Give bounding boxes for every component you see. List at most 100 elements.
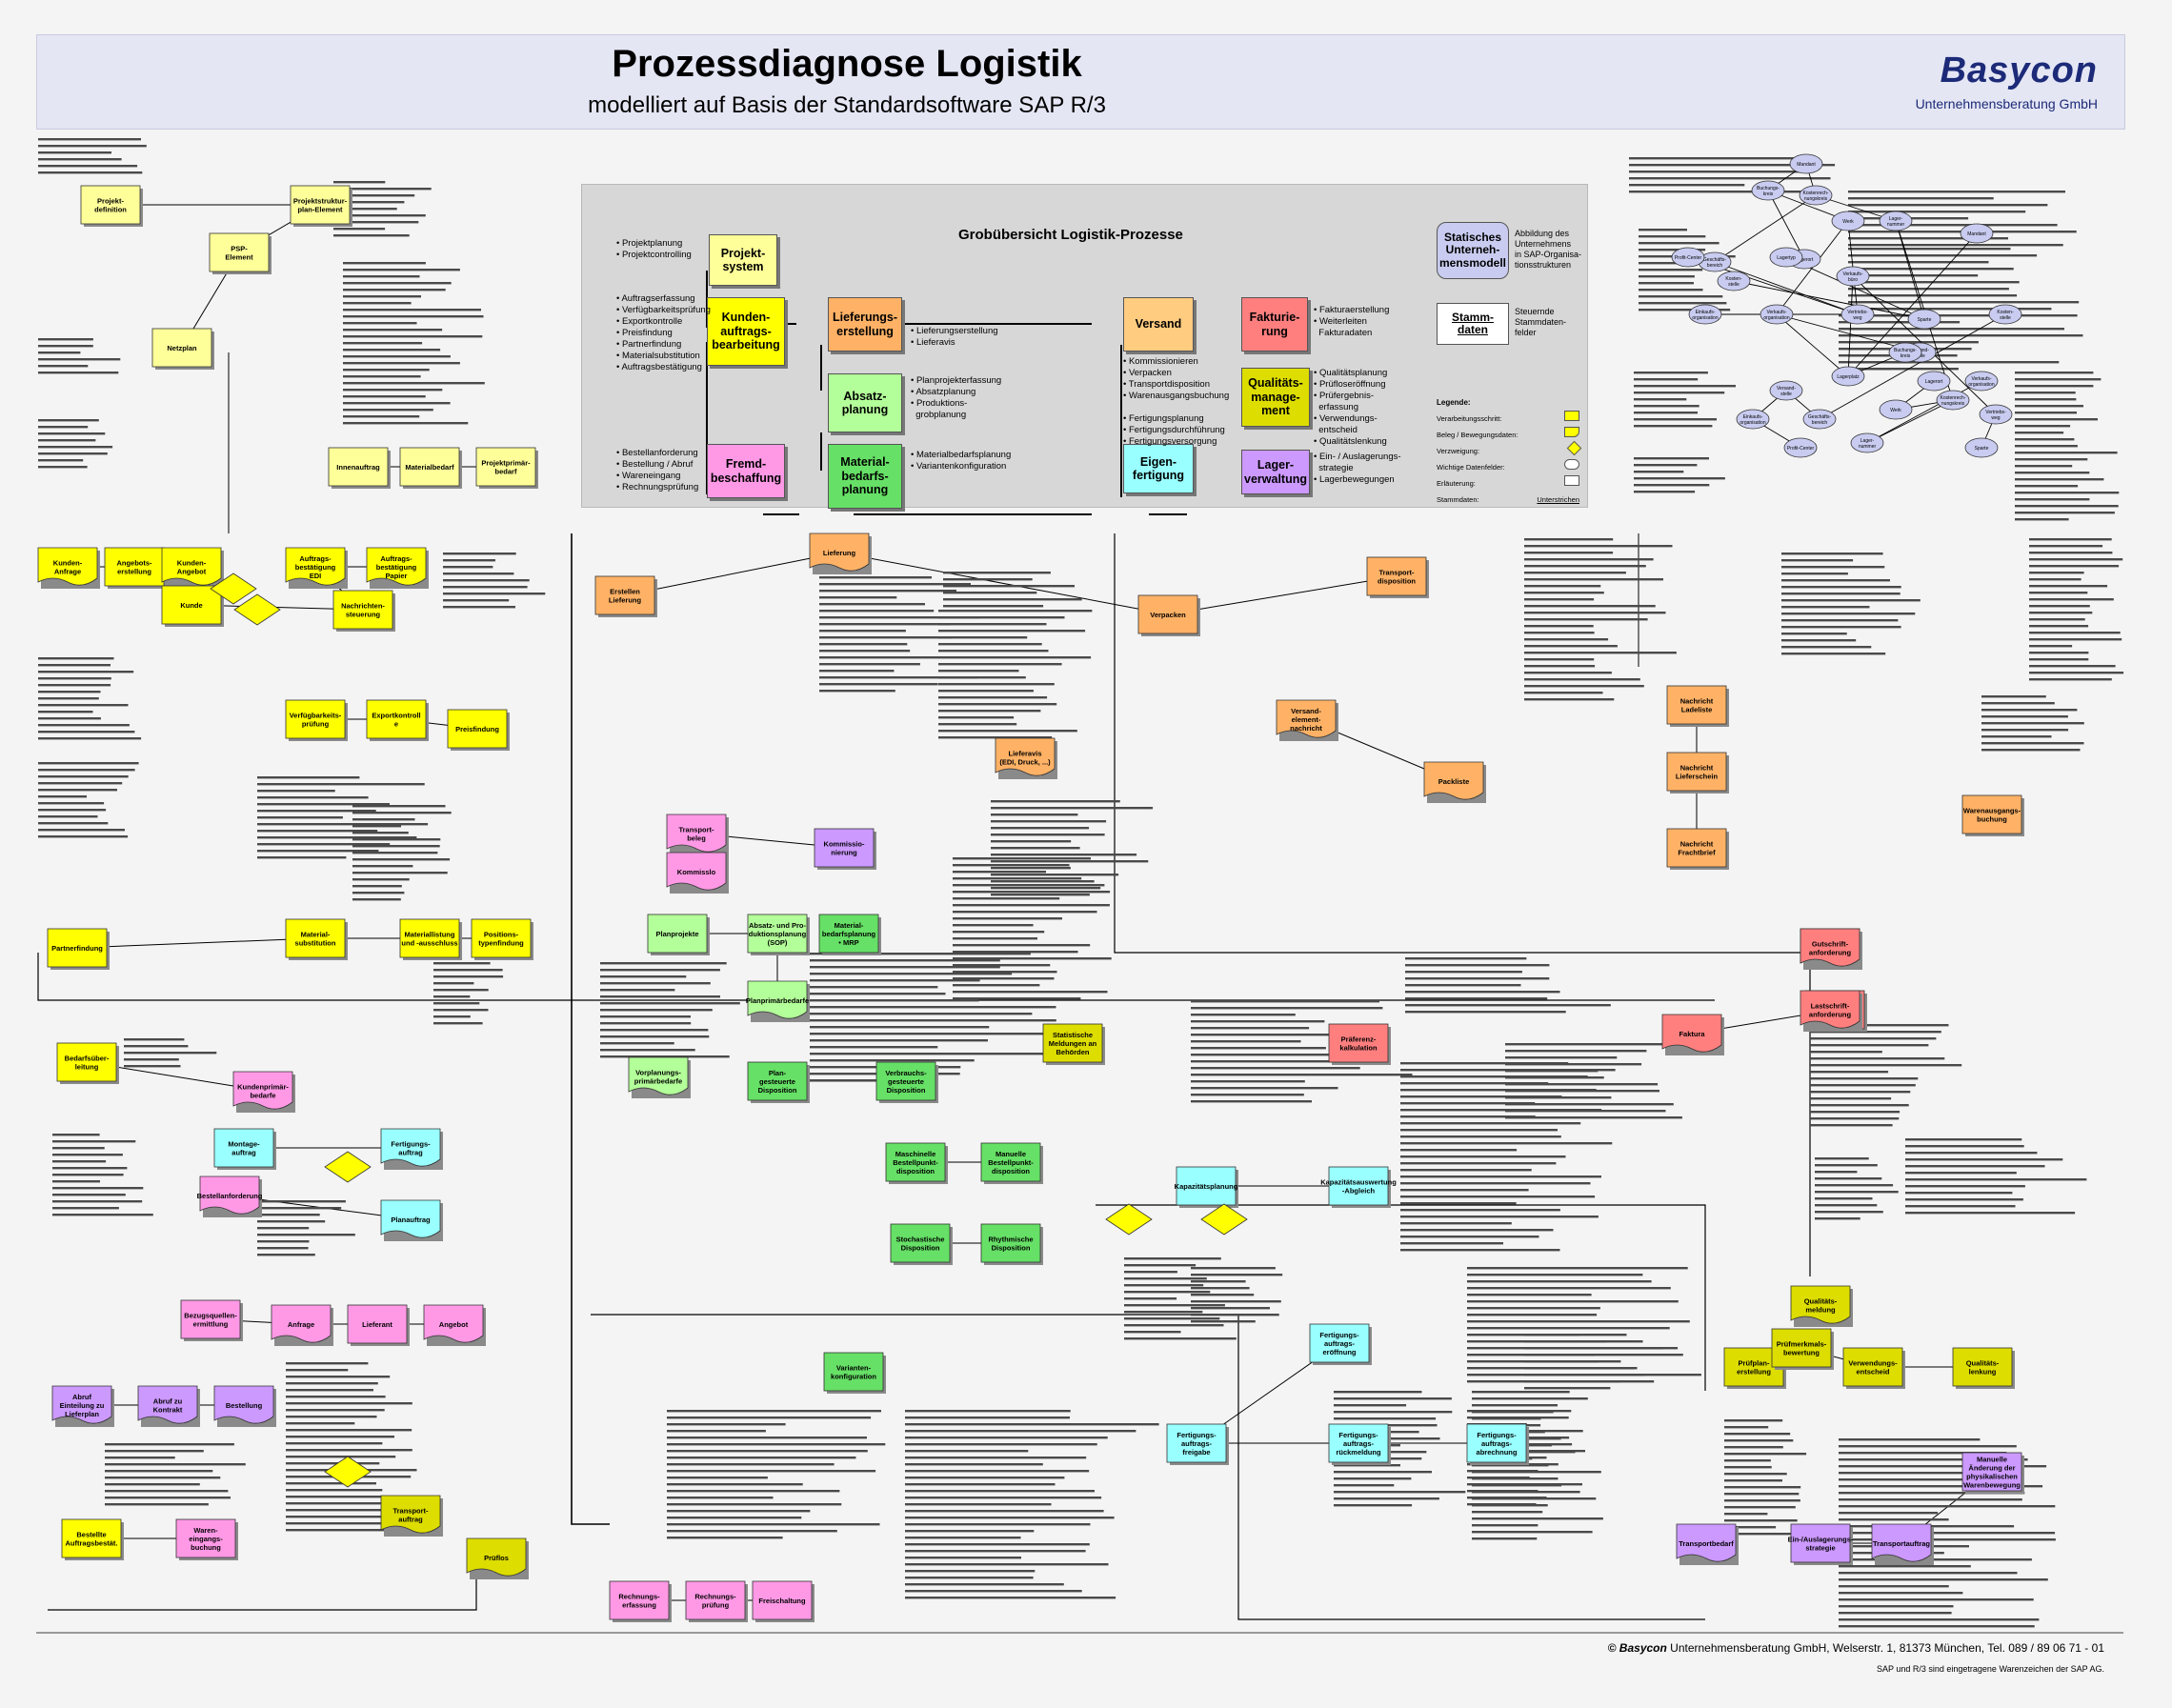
fine-print-line (938, 716, 1015, 719)
fine-print-line (257, 790, 335, 793)
fine-print-line (38, 158, 122, 161)
fine-print-line (38, 691, 101, 693)
fine-print-line (600, 1042, 674, 1045)
process-node (175, 1518, 236, 1558)
sap-trademark-note: SAP und R/3 sind eingetragene Warenzeich… (1877, 1664, 2104, 1674)
fine-print-line (1191, 1067, 1360, 1070)
fine-print-line (953, 917, 1062, 920)
fine-print-line (38, 815, 98, 818)
fine-print-line (286, 1489, 383, 1492)
fine-print-line (286, 1389, 373, 1392)
fine-print-line (600, 1015, 691, 1018)
box-label: Material- bedarfs- planung (840, 455, 890, 497)
fine-print-line (1639, 289, 1703, 291)
fine-print-line (1467, 1280, 1652, 1283)
fine-print-line (810, 1053, 1052, 1055)
fine-print-line (943, 605, 1044, 608)
node-label: -Abgleich (1342, 1187, 1376, 1196)
fine-print-line (38, 664, 111, 667)
org-node-label: Lagertyp (1777, 255, 1796, 261)
fine-print-line (286, 1402, 412, 1405)
fine-print-line (1334, 1491, 1466, 1494)
fine-print-line (1981, 749, 2081, 752)
fine-print-line (1815, 1164, 1878, 1167)
process-node (1328, 1166, 1389, 1206)
fine-print-line (1467, 1300, 1679, 1303)
fine-print-line (257, 823, 429, 826)
fine-print-line (2015, 472, 2090, 474)
process-node (213, 1128, 274, 1168)
fine-print-line (905, 1497, 1102, 1499)
fine-print-line (1191, 1274, 1283, 1276)
fine-print-line (1124, 1297, 1177, 1300)
fine-print-line (257, 836, 417, 839)
process-connector (76, 937, 316, 949)
fine-print-line (1839, 1605, 1954, 1608)
fine-print-line (38, 704, 129, 707)
document-node (628, 1056, 689, 1095)
fine-print-line (2029, 558, 2123, 561)
fine-print-line (2029, 638, 2122, 641)
fine-print-line (352, 898, 401, 901)
org-node-label: kreis (1900, 353, 1911, 359)
fine-print-line (2015, 425, 2071, 428)
node-label: eingangs- (189, 1535, 223, 1543)
fine-print-line (1634, 471, 1684, 473)
fine-print-line (1815, 1204, 1878, 1207)
fine-print-line (286, 1416, 377, 1418)
fine-print-line (1810, 1037, 1937, 1040)
process-node (1952, 1347, 2013, 1387)
node-label: element- (1292, 715, 1321, 724)
fine-print-line (1634, 372, 1708, 374)
fine-print-line (105, 1490, 229, 1493)
fine-print-line (1981, 735, 2052, 738)
node-label: bedarfsplanung (822, 930, 876, 938)
fine-print-line (1848, 254, 2038, 257)
fine-print-line (1634, 418, 1717, 421)
box-label: Eigen- fertigung (1132, 454, 1185, 482)
fine-print-line (1839, 1578, 2048, 1581)
fine-print-line (38, 372, 119, 374)
node-label: typenfindung (478, 939, 524, 948)
org-connector (1776, 313, 1849, 377)
fine-print-line (2015, 458, 2088, 461)
org-node-label: Kosten- (1725, 276, 1742, 282)
node-label: Maschinelle (895, 1150, 936, 1158)
connector-line (854, 513, 1092, 515)
node-label: EDI (310, 572, 322, 580)
fine-print-line (1191, 1047, 1326, 1050)
node-label: Nachricht (1680, 697, 1714, 706)
fine-print-line (1905, 1192, 2013, 1195)
fine-print-line (38, 358, 121, 361)
node-label: Lieferavis (1008, 750, 1041, 758)
fine-print-line (938, 710, 1041, 713)
fine-print-line (991, 880, 1095, 883)
fine-print-line (810, 1039, 988, 1042)
fine-print-line (1839, 1572, 2018, 1575)
fine-print-line (257, 796, 369, 799)
fine-print-line (286, 1509, 413, 1512)
fine-print-line (2029, 578, 2082, 581)
fine-print-line (286, 1369, 349, 1372)
fine-print-line (38, 459, 84, 462)
fine-print-line (124, 1065, 181, 1068)
fine-print-line (1634, 425, 1713, 428)
fine-print-line (953, 984, 1040, 987)
overview-box-eigen: Eigen- fertigung (1123, 444, 1194, 493)
fine-print-line (1781, 646, 1872, 649)
fine-print-line (905, 1417, 1070, 1419)
fine-print-line (938, 736, 1053, 739)
fine-print-line (1400, 1176, 1601, 1178)
fine-print-line (1191, 1080, 1305, 1083)
org-node-label: Kostenrech- (1941, 395, 1966, 401)
fine-print-line (938, 656, 1092, 659)
node-label: disposition (896, 1167, 935, 1176)
fine-print-line (1810, 1031, 1941, 1034)
node-label: Disposition (992, 1244, 1031, 1253)
fine-print-line (1724, 1486, 1801, 1489)
org-node (1879, 399, 1913, 420)
process-node (1042, 1023, 1103, 1063)
fine-print-line (600, 969, 720, 972)
org-node (1917, 371, 1951, 392)
document-node (213, 1385, 274, 1424)
